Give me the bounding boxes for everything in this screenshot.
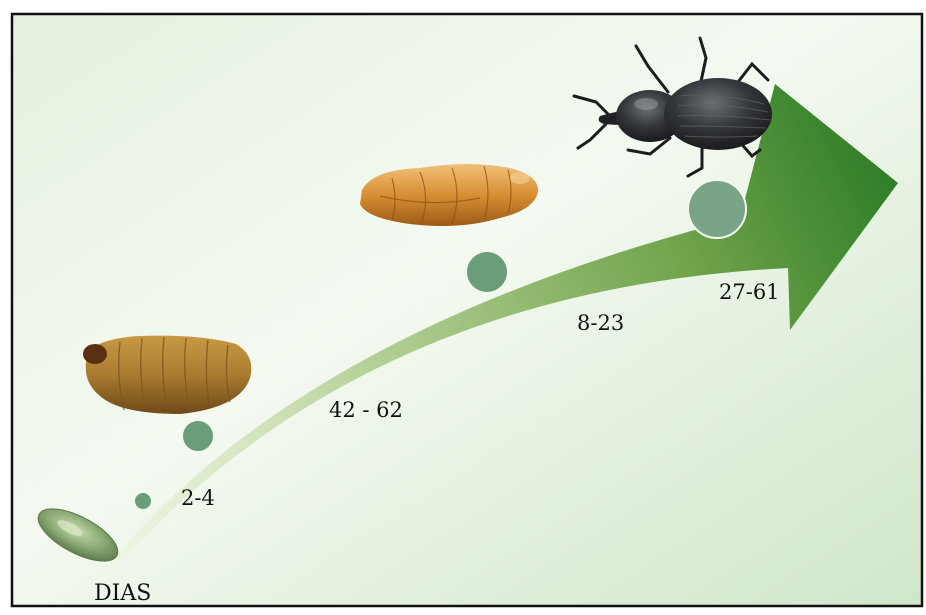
egg-duration-label: 2-4 bbox=[181, 486, 215, 510]
pupa-stage-marker bbox=[466, 251, 508, 293]
adult-stage-marker bbox=[688, 180, 746, 238]
larva-duration-label: 42 - 62 bbox=[329, 398, 403, 422]
days-unit-label: DIAS bbox=[94, 581, 151, 606]
egg-stage-marker bbox=[134, 492, 152, 510]
pupa-duration-label: 8-23 bbox=[577, 311, 624, 335]
larva-stage-marker bbox=[182, 420, 214, 452]
adult-duration-label: 27-61 bbox=[719, 280, 780, 304]
